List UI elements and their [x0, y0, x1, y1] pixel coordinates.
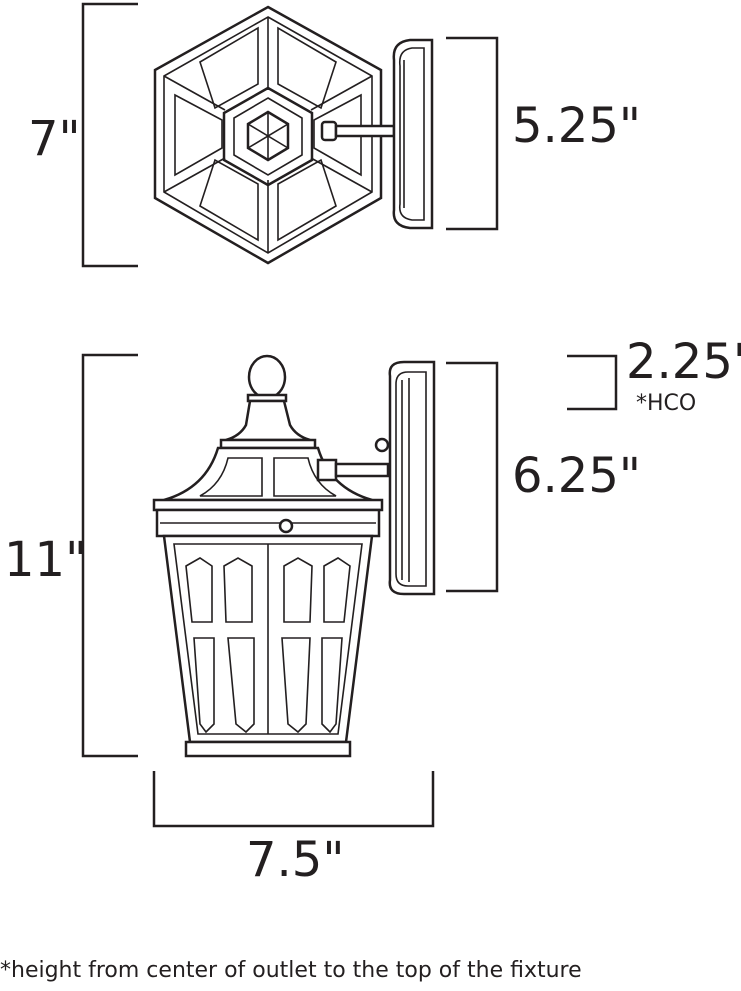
hco-note: *HCO [636, 391, 696, 416]
side-width-label: 7.5" [246, 832, 344, 888]
lantern-side-view [152, 354, 384, 758]
side-backplate [316, 360, 436, 596]
top-backplate [320, 38, 434, 230]
side-view: 11" [4, 334, 741, 888]
side-backplate-label: 6.25" [512, 448, 641, 504]
side-height-bracket [81, 353, 138, 758]
lantern-top-view [153, 5, 383, 265]
side-width-bracket [152, 771, 435, 828]
footnote-text: *height from center of outlet to the top… [0, 958, 582, 983]
top-backplate-label: 5.25" [512, 98, 641, 154]
top-backplate-bracket [446, 36, 499, 231]
top-view: 7" [28, 2, 641, 268]
top-height-bracket [81, 2, 138, 268]
hco-label: 2.25" [626, 334, 741, 390]
side-backplate-bracket [446, 361, 499, 593]
hco-bracket [567, 354, 618, 411]
top-height-label: 7" [28, 111, 81, 167]
side-height-label: 11" [4, 532, 87, 588]
